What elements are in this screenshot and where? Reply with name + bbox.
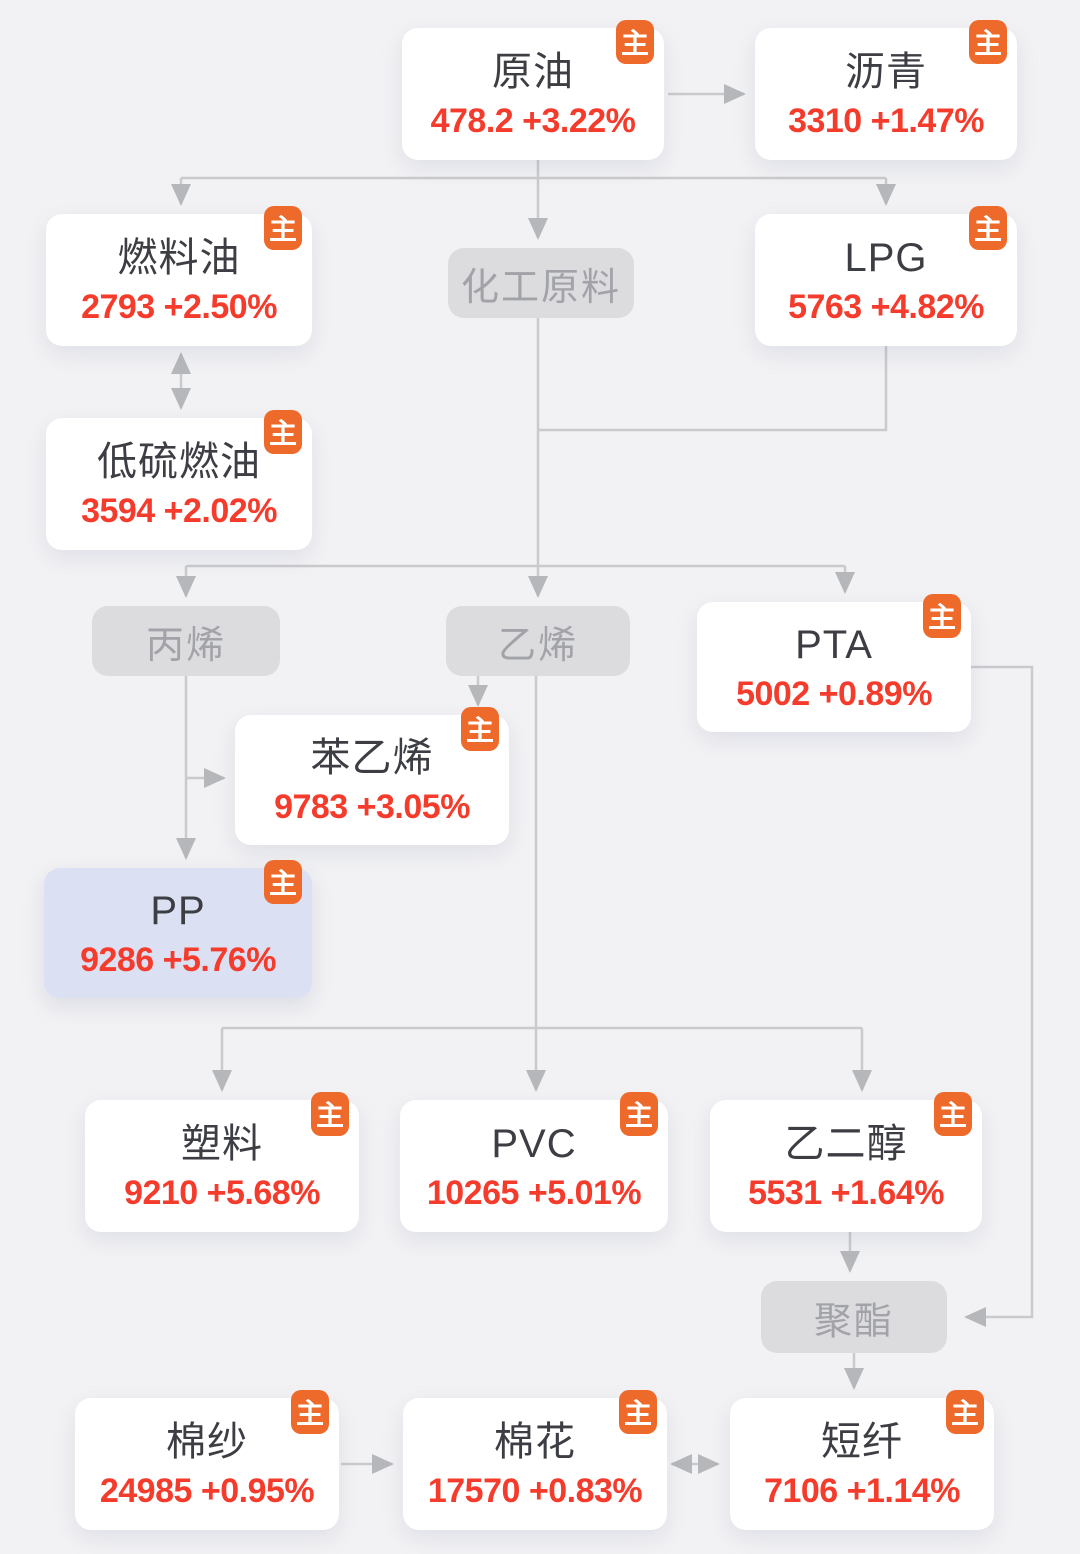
- node-title: 短纤: [821, 1420, 903, 1464]
- node-title: 棉花: [494, 1420, 576, 1464]
- node-plastic[interactable]: 主 塑料 9210 +5.68%: [85, 1092, 359, 1232]
- node-title: 丙烯: [145, 624, 226, 667]
- node-price: 9783 +3.05%: [274, 788, 470, 826]
- node-title: PVC: [491, 1122, 577, 1166]
- node-crude-oil[interactable]: 主 原油 478.2 +3.22%: [402, 20, 664, 160]
- main-contract-badge: 主: [620, 1092, 658, 1136]
- node-title: 乙烯: [497, 624, 578, 667]
- node-price: 5531 +1.64%: [748, 1174, 944, 1212]
- node-price: 17570 +0.83%: [427, 1472, 643, 1510]
- main-contract-badge: 主: [969, 206, 1007, 250]
- main-contract-badge: 主: [264, 410, 302, 454]
- node-title: 苯乙烯: [310, 736, 434, 780]
- node-title: LPG: [844, 236, 928, 280]
- node-ethylene: 乙烯: [446, 606, 630, 676]
- node-pta[interactable]: 主 PTA 5002 +0.89%: [697, 594, 971, 732]
- node-price: 3594 +2.02%: [81, 492, 277, 530]
- main-contract-badge: 主: [969, 20, 1007, 64]
- node-polyester: 聚酯: [761, 1281, 947, 1353]
- node-price: 10265 +5.01%: [426, 1174, 642, 1212]
- line-lpg-to-trunk: [538, 346, 888, 432]
- arrow-pta-to-polyester: [964, 665, 1034, 1327]
- main-contract-badge: 主: [616, 20, 654, 64]
- node-price: 5763 +4.82%: [788, 288, 984, 326]
- node-title: 低硫燃油: [97, 440, 261, 484]
- node-title: 沥青: [845, 50, 927, 94]
- node-pp[interactable]: 主 PP 9286 +5.76%: [44, 860, 312, 998]
- node-styrene[interactable]: 主 苯乙烯 9783 +3.05%: [235, 707, 509, 845]
- node-price: 9210 +5.68%: [124, 1174, 320, 1212]
- main-contract-badge: 主: [264, 206, 302, 250]
- node-pvc[interactable]: 主 PVC 10265 +5.01%: [400, 1092, 668, 1232]
- node-price: 478.2 +3.22%: [430, 102, 636, 140]
- main-contract-badge: 主: [264, 860, 302, 904]
- main-contract-badge: 主: [311, 1092, 349, 1136]
- node-price: 5002 +0.89%: [736, 675, 932, 713]
- node-title: 聚酯: [813, 1300, 894, 1343]
- node-price: 9286 +5.76%: [80, 941, 276, 979]
- node-price: 7106 +1.14%: [764, 1472, 960, 1510]
- node-low-sulfur-fuel-oil[interactable]: 主 低硫燃油 3594 +2.02%: [46, 410, 312, 550]
- node-fuel-oil[interactable]: 主 燃料油 2793 +2.50%: [46, 206, 312, 346]
- node-cotton[interactable]: 主 棉花 17570 +0.83%: [403, 1390, 667, 1530]
- node-title: PP: [150, 889, 206, 933]
- node-title: 塑料: [181, 1122, 263, 1166]
- main-contract-badge: 主: [934, 1092, 972, 1136]
- node-title: PTA: [795, 623, 873, 667]
- node-price: 24985 +0.95%: [99, 1472, 315, 1510]
- node-ethylene-glycol[interactable]: 主 乙二醇 5531 +1.64%: [710, 1092, 982, 1232]
- node-title: 棉纱: [166, 1420, 248, 1464]
- node-title: 原油: [492, 50, 574, 94]
- node-bitumen[interactable]: 主 沥青 3310 +1.47%: [755, 20, 1017, 160]
- main-contract-badge: 主: [923, 594, 961, 638]
- node-cotton-yarn[interactable]: 主 棉纱 24985 +0.95%: [75, 1390, 339, 1530]
- node-chemical-feedstock: 化工原料: [448, 248, 634, 318]
- main-contract-badge: 主: [291, 1390, 329, 1434]
- main-contract-badge: 主: [946, 1390, 984, 1434]
- node-title: 乙二醇: [784, 1122, 908, 1166]
- main-contract-badge: 主: [619, 1390, 657, 1434]
- node-price: 2793 +2.50%: [81, 288, 277, 326]
- node-price: 3310 +1.47%: [788, 102, 984, 140]
- node-propylene: 丙烯: [92, 606, 280, 676]
- node-title: 燃料油: [117, 236, 241, 280]
- main-contract-badge: 主: [461, 707, 499, 751]
- node-title: 化工原料: [460, 266, 621, 309]
- node-lpg[interactable]: 主 LPG 5763 +4.82%: [755, 206, 1017, 346]
- node-short-fiber[interactable]: 主 短纤 7106 +1.14%: [730, 1390, 994, 1530]
